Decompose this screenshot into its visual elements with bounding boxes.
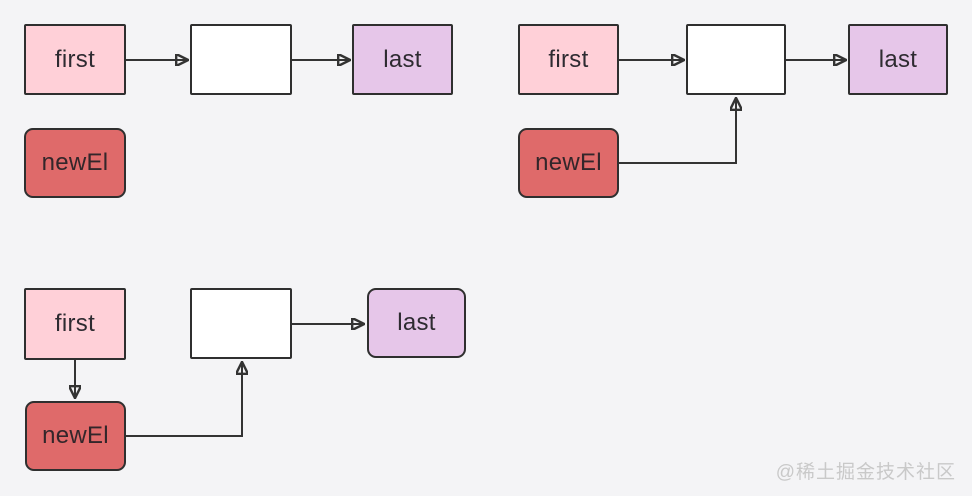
p1-last-node: last [352,24,453,95]
p2-last-node: last [848,24,948,95]
p3-empty-node [190,288,292,359]
p2-newel-node: newEl [518,128,619,198]
p3-first-node: first [24,288,126,360]
p1-last-label: last [383,45,422,73]
p3-newel-node: newEl [25,401,126,471]
p1-first-label: first [54,45,96,73]
p3-first-label: first [54,310,96,337]
watermark: @稀土掘金技术社区 [775,462,956,483]
arrow-p2-newel-to-node [619,99,736,164]
p1-newel-node: newEl [24,128,126,198]
p2-empty-node [686,24,786,95]
p1-empty-node [190,24,292,95]
p2-newel-label: newEl [535,149,602,176]
p2-last-label: last [878,45,918,73]
p2-first-label: first [548,45,589,73]
p2-first-node: first [518,24,619,95]
p3-last-label: last [397,309,436,336]
p1-first-node: first [24,24,126,95]
arrow-p3-newel-to-node [126,363,242,437]
p1-newel-label: newEl [41,149,109,176]
p3-last-node: last [367,288,466,358]
p3-newel-label: newEl [42,422,109,449]
